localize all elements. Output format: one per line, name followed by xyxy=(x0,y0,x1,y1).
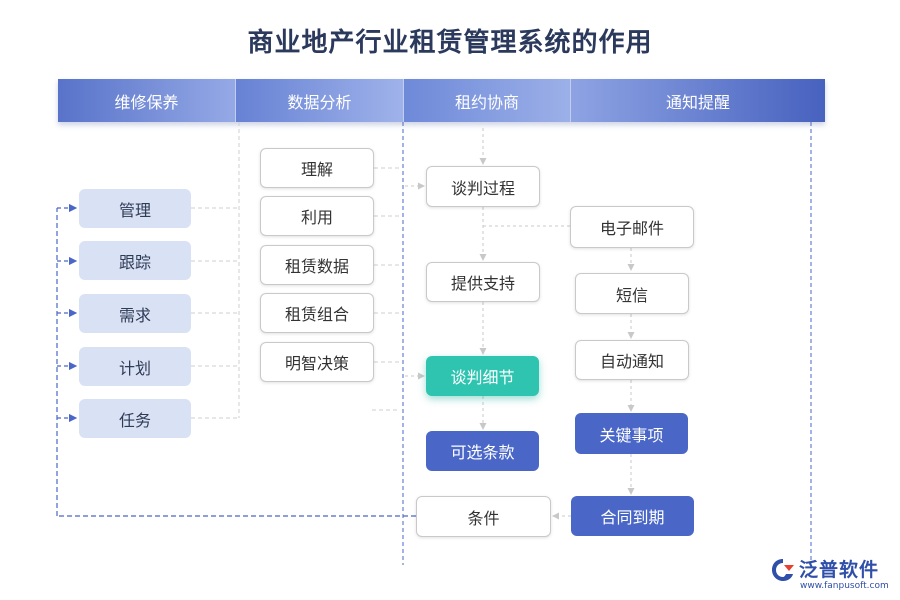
header-analysis: 数据分析 xyxy=(235,79,403,122)
node-negotiation-process: 谈判过程 xyxy=(426,166,540,207)
node-sms: 短信 xyxy=(575,273,689,314)
header-notification: 通知提醒 xyxy=(570,79,825,122)
node-provide-support: 提供支持 xyxy=(426,262,540,302)
node-task: 任务 xyxy=(79,399,191,438)
node-utilize: 利用 xyxy=(260,196,374,236)
fanpu-logo-icon xyxy=(772,559,794,581)
node-negotiation-details: 谈判细节 xyxy=(426,356,539,396)
node-email: 电子邮件 xyxy=(570,206,694,248)
node-lease-data: 租赁数据 xyxy=(260,245,374,285)
header-negotiation: 租约协商 xyxy=(403,79,570,122)
brand-logo: 泛普软件 www.fanpusoft.com xyxy=(770,553,895,597)
column-header-bar: 维修保养 数据分析 租约协商 通知提醒 xyxy=(58,79,825,122)
node-smart-decision: 明智决策 xyxy=(260,342,374,382)
node-understand: 理解 xyxy=(260,148,374,188)
node-auto-notify: 自动通知 xyxy=(575,340,689,380)
logo-name: 泛普软件 xyxy=(799,559,880,581)
node-lease-portfolio: 租赁组合 xyxy=(260,293,374,333)
node-demand: 需求 xyxy=(79,294,191,333)
node-conditions: 条件 xyxy=(416,496,551,537)
logo-url: www.fanpusoft.com xyxy=(800,581,889,591)
node-manage: 管理 xyxy=(79,189,191,228)
node-key-matters: 关键事项 xyxy=(575,413,688,454)
page-title: 商业地产行业租赁管理系统的作用 xyxy=(247,28,653,58)
header-maintenance: 维修保养 xyxy=(58,79,235,122)
node-optional-terms: 可选条款 xyxy=(426,431,539,471)
node-plan: 计划 xyxy=(79,347,191,386)
node-track: 跟踪 xyxy=(79,241,191,280)
node-contract-expiry: 合同到期 xyxy=(571,496,694,536)
